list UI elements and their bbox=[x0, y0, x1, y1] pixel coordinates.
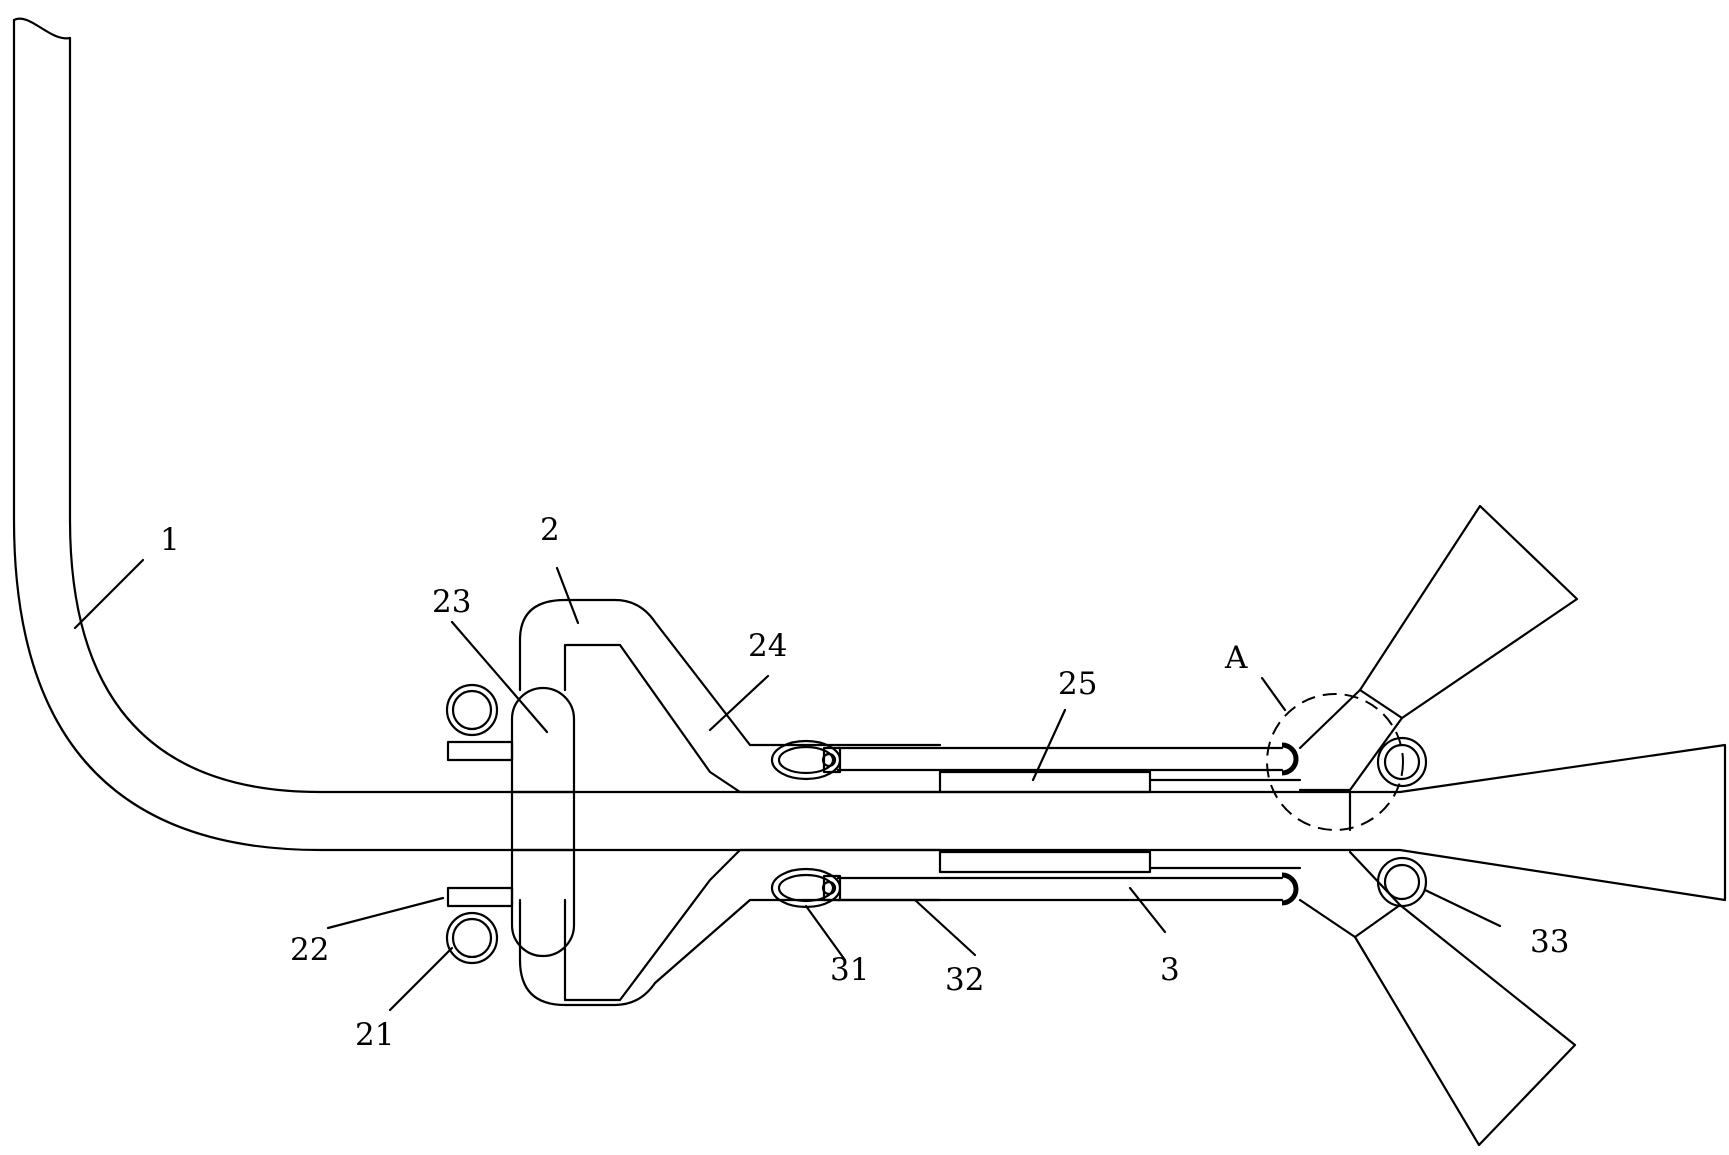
hinge-hook-upper bbox=[1281, 742, 1299, 776]
detail-a-circle bbox=[1266, 693, 1404, 831]
axial-tube bbox=[510, 790, 1352, 852]
upper-ring-bracket bbox=[445, 683, 514, 762]
label-nozzle-ring: 33 bbox=[1530, 924, 1569, 960]
label-oval-clip: 31 bbox=[830, 952, 869, 988]
label-arm-rod: 32 bbox=[945, 962, 984, 998]
upper-flare bbox=[1298, 504, 1579, 792]
hinge-hook-lower bbox=[1281, 872, 1299, 906]
oval-clip-lower bbox=[770, 867, 842, 909]
label-detail-a: A bbox=[1224, 640, 1248, 676]
label-middle-tube: 25 bbox=[1058, 666, 1097, 702]
label-pipe: 1 bbox=[160, 522, 180, 558]
arm-rod-lower bbox=[836, 850, 1302, 902]
label-main-body: 2 bbox=[540, 512, 560, 548]
lower-ring-bracket bbox=[445, 886, 514, 965]
nozzle-ring-lower bbox=[1376, 856, 1428, 908]
center-capsule bbox=[510, 686, 576, 958]
label-center-ring: 23 bbox=[432, 584, 471, 620]
label-bracket-lower-left: 22 bbox=[290, 932, 329, 968]
label-ring-lower-left: 21 bbox=[355, 1017, 394, 1053]
housing-lower bbox=[518, 848, 942, 1007]
leader-lines bbox=[73, 558, 1502, 1012]
housing-upper bbox=[518, 598, 942, 794]
label-arm-assembly: 3 bbox=[1160, 952, 1180, 988]
center-flare bbox=[1348, 743, 1727, 902]
bent-pipe bbox=[12, 17, 514, 852]
label-slanted-wall: 24 bbox=[748, 628, 787, 664]
nozzle-ring-upper bbox=[1376, 736, 1428, 788]
arm-rod-upper bbox=[836, 746, 1302, 794]
oval-clip-upper bbox=[770, 739, 842, 781]
